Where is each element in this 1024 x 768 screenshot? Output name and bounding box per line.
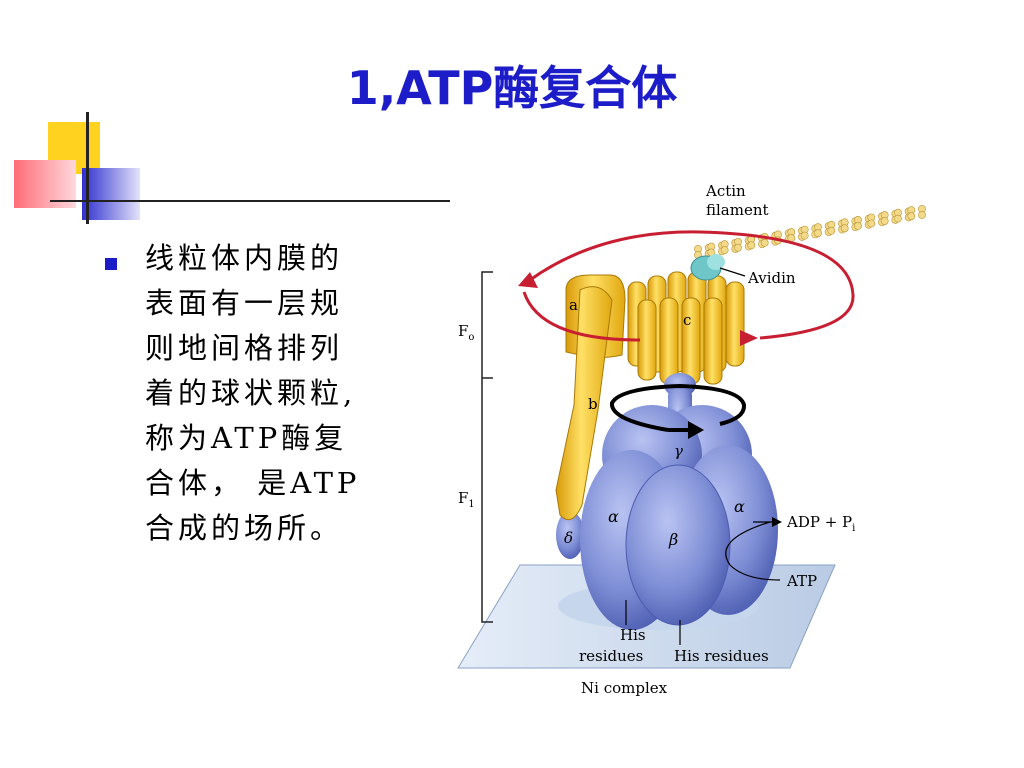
label-alpha-right: α <box>734 497 745 516</box>
a-b-subunits <box>555 274 626 521</box>
label-pi-sub: i <box>852 523 855 534</box>
label-gamma: γ <box>674 442 683 460</box>
label-his-right: His residues <box>674 647 769 665</box>
actin-bead <box>827 226 836 235</box>
label-filament: filament <box>706 201 769 219</box>
label-his-left-2: residues <box>579 647 643 665</box>
actin-bead <box>854 222 862 230</box>
bullet-text: 线粒体内膜的 表面有一层规 则地间格排列 着的球状颗粒, 称为ATP酶复 合体，… <box>145 236 415 551</box>
gamma-rotation-arrow <box>610 383 746 432</box>
bullet-line-5: 称为ATP酶复 <box>145 421 348 455</box>
actin-bead <box>734 243 742 252</box>
label-beta: β <box>668 530 678 549</box>
label-a: a <box>569 296 578 314</box>
actin-bead <box>840 224 849 233</box>
actin-bead <box>747 241 756 250</box>
actin-bead <box>800 231 809 240</box>
bullet-line-6: 合体， 是ATP <box>145 466 361 500</box>
red-arrowhead-right <box>740 330 758 346</box>
delta-subunit <box>556 511 584 559</box>
label-f1: F1 <box>458 489 475 510</box>
actin-bead <box>720 246 729 255</box>
fo-f1-bracket <box>481 271 493 623</box>
label-f1-sub: 1 <box>468 499 474 510</box>
label-delta: δ <box>564 529 573 547</box>
actin-bead <box>814 229 822 238</box>
c-ring <box>627 271 745 385</box>
label-actin: Actin <box>705 182 746 200</box>
label-atp: ATP <box>786 572 817 590</box>
label-avidin: Avidin <box>747 269 796 287</box>
actin-bead <box>918 211 926 219</box>
actin-bead <box>894 214 902 223</box>
gamma-arrowhead <box>688 421 704 439</box>
actin-bead <box>760 238 769 247</box>
decor-horizontal-line <box>50 200 450 202</box>
actin-bead <box>880 217 889 225</box>
red-arrowhead-left <box>518 272 538 288</box>
bullet-line-3: 则地间格排列 <box>145 331 344 365</box>
decor-blue-square <box>82 168 140 220</box>
label-fo-sub: o <box>468 332 474 343</box>
label-b: b <box>588 395 598 413</box>
bullet-line-2: 表面有一层规 <box>145 286 344 320</box>
actin-bead <box>907 212 916 221</box>
bullet-line-4: 着的球状颗粒, <box>145 376 357 410</box>
bullet-line-7: 合成的场所。 <box>145 511 344 545</box>
decor-vertical-line <box>86 112 89 224</box>
label-alpha-left: α <box>608 507 619 526</box>
label-fo: Fo <box>458 322 474 343</box>
bullet-square-icon <box>105 258 117 270</box>
label-his-left-1: His <box>620 626 646 644</box>
actin-filament <box>694 205 926 259</box>
label-ni-complex: Ni complex <box>581 679 668 697</box>
c-ring-rotation-arrow <box>522 230 855 342</box>
label-adp-pi: ADP + Pi <box>786 513 855 534</box>
avidin-molecule <box>690 254 725 281</box>
slide-title: 1,ATP酶复合体 <box>346 61 678 115</box>
adp-arrowhead <box>772 517 782 527</box>
actin-bead <box>867 219 876 228</box>
atp-synthase-diagram: Actin filament Avidin Fo F1 a b c γ δ α … <box>457 182 926 697</box>
label-c: c <box>683 311 691 329</box>
bullet-line-1: 线粒体内膜的 <box>145 241 344 275</box>
f1-headpiece <box>580 405 778 630</box>
